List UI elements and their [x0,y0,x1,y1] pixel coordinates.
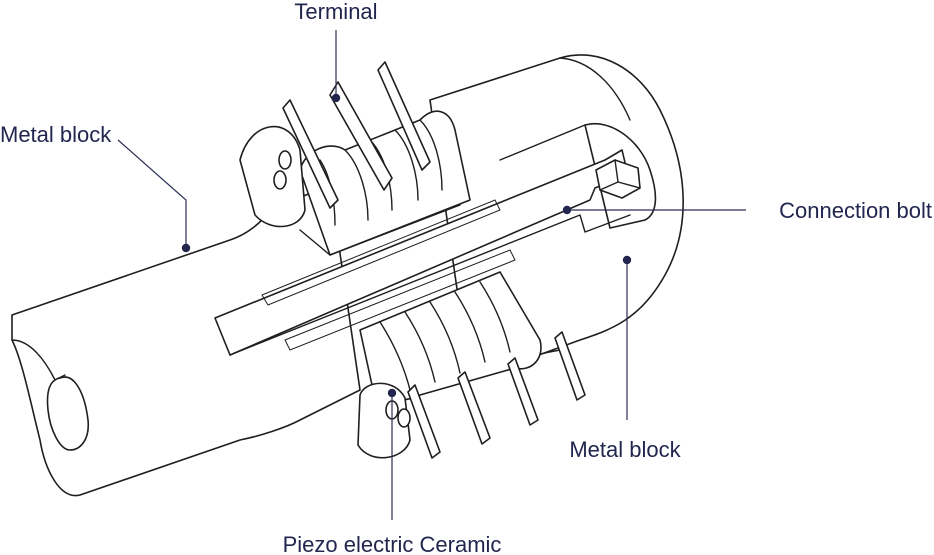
flange-ends [239,125,411,459]
terminals [282,61,586,459]
callout-piezo [387,388,397,520]
label-piezo-ceramic: Piezo electric Ceramic [283,532,502,555]
label-metal-block-left: Metal block [0,122,112,147]
label-metal-block-right: Metal block [569,437,681,462]
connection-bolt [214,149,641,356]
callout-metal-block-left [117,139,191,253]
front-metal-block [11,184,361,497]
label-terminal: Terminal [294,0,377,24]
callout-connection-bolt [562,205,746,215]
callout-terminal [331,30,341,103]
label-connection-bolt: Connection bolt [779,198,932,223]
callout-metal-block-right [622,255,632,420]
